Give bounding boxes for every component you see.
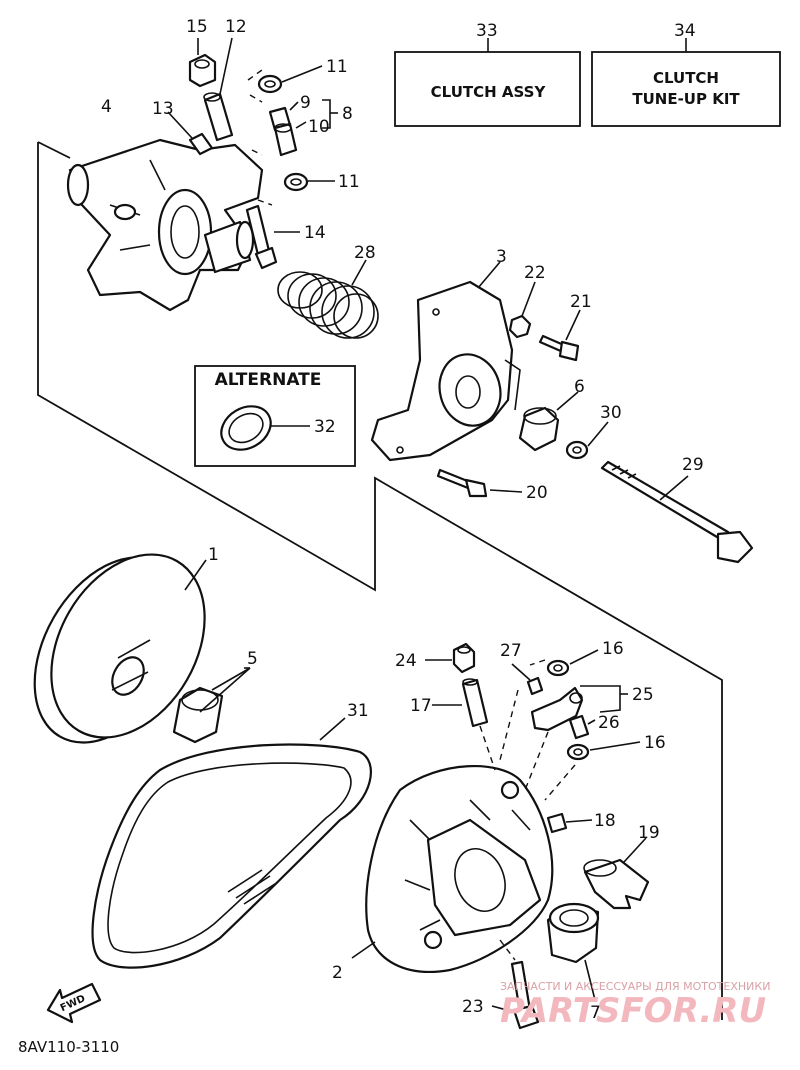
callout-17: 17 <box>410 696 432 716</box>
part-11a-washer <box>257 74 283 94</box>
callout-9: 9 <box>300 93 311 113</box>
clutch-tuneup-label-1: CLUTCH <box>653 69 719 87</box>
part-4-spider-hub <box>66 138 264 312</box>
callout-6: 6 <box>574 377 585 397</box>
part-18-screw <box>546 812 568 834</box>
part-12-pin <box>203 92 234 142</box>
part-31-drive-belt <box>91 743 372 969</box>
callout-24: 24 <box>395 651 417 671</box>
part-7-bushing <box>546 902 600 964</box>
part-27-screw <box>526 676 544 696</box>
part-29-long-bolt <box>600 460 754 564</box>
upper-frame-top <box>37 141 71 159</box>
clutch-assy-label: CLUTCH ASSY <box>431 83 547 101</box>
part-3-cover <box>370 280 521 462</box>
callout-16b: 16 <box>644 733 666 753</box>
part-14-bolt <box>245 204 278 270</box>
part-24-nut <box>452 642 476 674</box>
part-15-nut <box>188 53 217 88</box>
callout-26: 26 <box>598 713 620 733</box>
callout-21: 21 <box>570 292 592 312</box>
watermark-brand: PARTSFOR.RU <box>500 991 766 1031</box>
callout-32: 32 <box>314 417 336 437</box>
callout-33: 33 <box>476 21 498 41</box>
fwd-arrow-icon: FWD <box>46 982 102 1024</box>
callout-25: 25 <box>632 685 654 705</box>
part-19-slider <box>583 858 650 910</box>
part-1-fixed-sheave <box>33 553 206 744</box>
part-17-pin <box>461 678 489 728</box>
callout-13: 13 <box>152 99 174 119</box>
callout-8: 8 <box>342 104 353 124</box>
callout-19: 19 <box>638 823 660 843</box>
callout-3: 3 <box>496 247 507 267</box>
callout-27: 27 <box>500 641 522 661</box>
alternate-label: ALTERNATE <box>215 370 322 390</box>
callout-2: 2 <box>332 963 343 983</box>
callout-34: 34 <box>674 21 696 41</box>
part-26-roller <box>568 714 590 740</box>
callout-18: 18 <box>594 811 616 831</box>
callout-7: 7 <box>590 1003 601 1023</box>
callout-1: 1 <box>208 545 219 565</box>
part-20-screw <box>436 468 488 498</box>
part-28-spring <box>277 271 379 339</box>
callout-5: 5 <box>247 649 258 669</box>
callout-31: 31 <box>347 701 369 721</box>
part-2-movable-sheave <box>365 765 554 973</box>
part-16a-washer <box>546 659 570 677</box>
part-13-screw <box>188 132 214 156</box>
callout-12: 12 <box>225 17 247 37</box>
callout-22: 22 <box>524 263 546 283</box>
diagram-code: 8AV110-3110 <box>18 1038 119 1056</box>
callout-11a: 11 <box>326 57 348 77</box>
upper-assembly-frame <box>37 142 723 1020</box>
callout-4: 4 <box>101 97 112 117</box>
part-30-washer <box>565 440 589 460</box>
part-25-weight-arm <box>530 686 584 732</box>
part-21-bolt <box>538 334 580 362</box>
callout-14: 14 <box>304 223 326 243</box>
clutch-tuneup-label-2: TUNE-UP KIT <box>632 90 740 108</box>
watermark-tagline: ЗАПЧАСТИ И АКСЕССУАРЫ ДЛЯ МОТОТЕХНИКИ <box>500 980 770 993</box>
part-32-washer <box>220 405 272 451</box>
part-23-bolt <box>510 960 540 1030</box>
callout-23: 23 <box>462 997 484 1017</box>
callout-28: 28 <box>354 243 376 263</box>
callout-20: 20 <box>526 483 548 503</box>
part-11b-washer <box>283 172 309 192</box>
callout-11b: 11 <box>338 172 360 192</box>
part-22-nut <box>508 314 532 339</box>
part-5-bushing <box>172 686 224 744</box>
callout-16a: 16 <box>602 639 624 659</box>
part-10-bushing <box>273 122 298 157</box>
callout-29: 29 <box>682 455 704 475</box>
callout-10: 10 <box>308 117 330 137</box>
callout-15: 15 <box>186 17 208 37</box>
callout-30: 30 <box>600 403 622 423</box>
clutch-tuneup-box <box>591 51 781 127</box>
alternate-box <box>194 365 356 467</box>
part-16b-washer <box>566 743 590 761</box>
part-6-roller <box>518 406 560 452</box>
